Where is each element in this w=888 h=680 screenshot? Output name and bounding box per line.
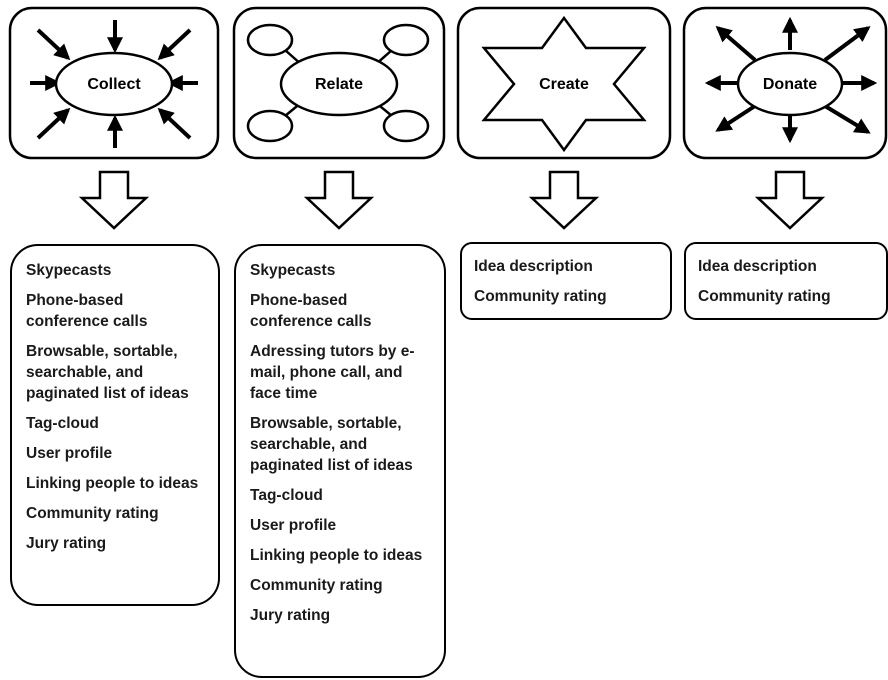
feature-item: Browsable, sortable, searchable, and pag…: [250, 415, 413, 474]
create-panel: Create: [456, 6, 672, 160]
stage-label-relate: Relate: [315, 76, 363, 93]
down-arrow-icon: [78, 170, 150, 230]
down-arrow-icon: [303, 170, 375, 230]
satellite-nodes-icon: [246, 23, 430, 143]
feature-item: Community rating: [474, 288, 607, 305]
feature-item: Phone-based conference calls: [26, 292, 148, 330]
feature-item: Tag-cloud: [250, 487, 323, 504]
feature-item: Jury rating: [26, 535, 107, 552]
feature-item: User profile: [250, 517, 337, 534]
feature-item: Community rating: [26, 505, 159, 522]
feature-item: Skypecasts: [26, 262, 112, 279]
feature-item: User profile: [26, 445, 113, 462]
donate-panel: Donate: [682, 6, 888, 160]
feature-item: Tag-cloud: [26, 415, 99, 432]
feature-item: Idea description: [474, 258, 593, 275]
stage-label-collect: Collect: [87, 76, 141, 93]
feature-item: Idea description: [698, 258, 817, 275]
stage-label-donate: Donate: [763, 76, 817, 93]
feature-item: Jury rating: [250, 607, 331, 624]
stage-label-create: Create: [539, 76, 589, 93]
feature-item: Phone-based conference calls: [250, 292, 372, 330]
feature-item: Skypecasts: [250, 262, 336, 279]
outward-arrows-icon: [704, 16, 878, 144]
feature-item: Browsable, sortable, searchable, and pag…: [26, 343, 189, 402]
inward-arrows-icon: [30, 20, 198, 148]
feature-item: Linking people to ideas: [250, 547, 423, 564]
feature-item: Community rating: [698, 288, 831, 305]
feature-item: Linking people to ideas: [26, 475, 199, 492]
relate-panel: Relate: [232, 6, 446, 160]
down-arrow-icon: [528, 170, 600, 230]
collect-panel: Collect: [8, 6, 220, 160]
feature-item: Adressing tutors by e-mail, phone call, …: [250, 343, 415, 402]
star-shape-icon: [481, 15, 647, 153]
down-arrow-icon: [754, 170, 826, 230]
feature-item: Community rating: [250, 577, 383, 594]
